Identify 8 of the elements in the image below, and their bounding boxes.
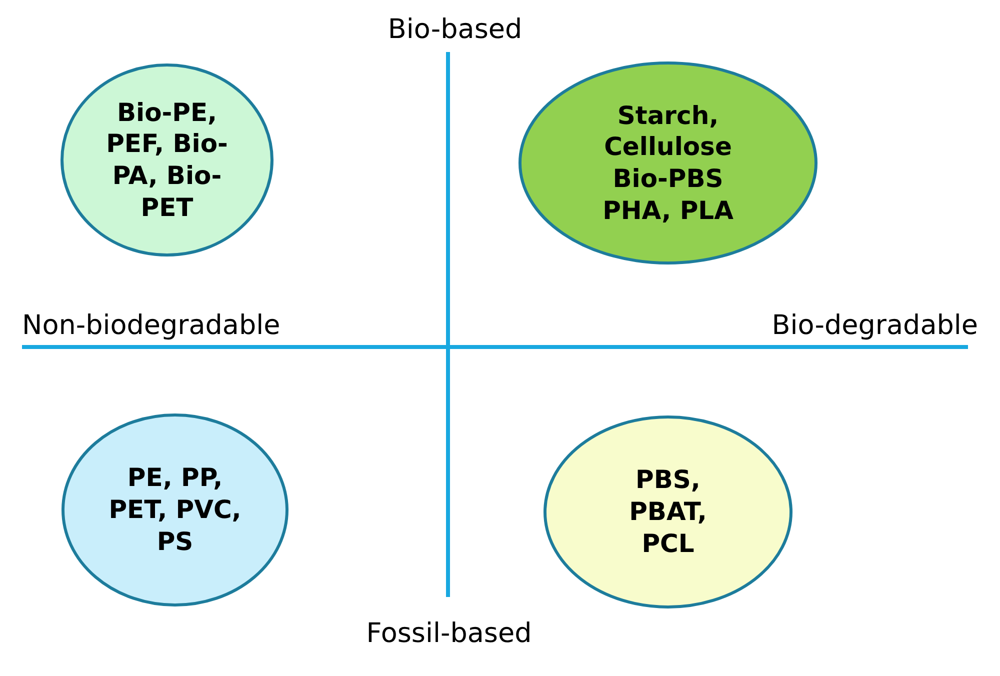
- axis-label: Fossil-based: [366, 618, 532, 649]
- material-list: PBS, PBAT, PCL: [608, 464, 728, 560]
- axis-label: Non-biodegradable: [22, 310, 280, 341]
- material-list: Bio-PE, PEF, Bio-PA, Bio- PET: [97, 96, 237, 224]
- material-list: PE, PP, PET, PVC, PS: [105, 462, 245, 558]
- axis-label: Bio-degradable: [772, 310, 978, 341]
- material-list: Starch, Cellulose Bio-PBS PHA, PLA: [583, 100, 753, 226]
- axis-label: Bio-based: [388, 14, 522, 45]
